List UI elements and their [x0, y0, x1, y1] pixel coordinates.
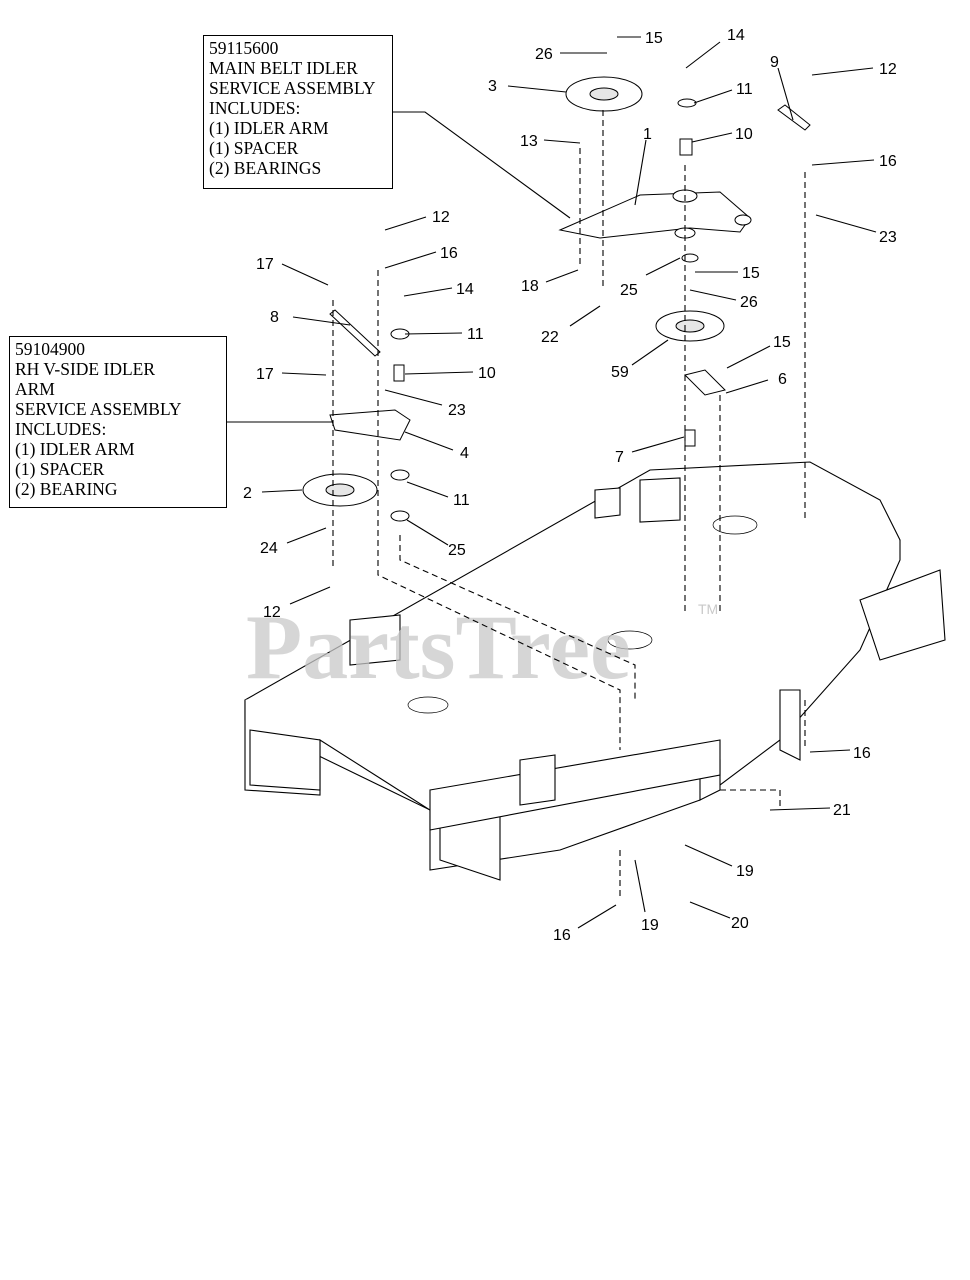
callout-line: 59115600 — [209, 38, 279, 58]
part-label: 23 — [448, 402, 466, 419]
part-label: 24 — [260, 540, 278, 557]
callout-line: MAIN BELT IDLER — [209, 58, 358, 78]
callout-line: (1) IDLER ARM — [15, 439, 135, 459]
callout-line: RH V-SIDE IDLER — [15, 359, 156, 379]
main-idler-assembly — [558, 76, 811, 447]
mower-deck — [244, 461, 946, 881]
part-label: 16 — [879, 153, 897, 170]
part-label: 16 — [553, 927, 571, 944]
callout-line: SERVICE ASSEMBLY — [15, 399, 182, 419]
callout-line: (1) SPACER — [209, 138, 299, 158]
part-number-leaders — [261, 36, 877, 929]
part-label: 14 — [727, 27, 745, 44]
part-label: 17 — [256, 366, 274, 383]
callout-line: 59104900 — [15, 339, 85, 359]
part-label: 14 — [456, 281, 474, 298]
part-label: 1 — [643, 126, 652, 143]
callout-line: ARM — [15, 379, 55, 399]
part-label: 26 — [740, 294, 758, 311]
part-label: 12 — [263, 604, 281, 621]
part-label: 11 — [453, 492, 470, 509]
part-label: 22 — [541, 329, 559, 346]
part-label: 7 — [615, 449, 624, 466]
part-label: 10 — [478, 365, 496, 382]
callout-line: INCLUDES: — [15, 419, 107, 439]
callout-box-main-belt-idler: 59115600 MAIN BELT IDLER SERVICE ASSEMBL… — [203, 35, 393, 189]
part-label: 20 — [731, 915, 749, 932]
part-label: 10 — [735, 126, 753, 143]
part-label: 23 — [879, 229, 897, 246]
part-label: 25 — [448, 542, 466, 559]
part-label: 15 — [773, 334, 791, 351]
callout-box-rh-vside-idler: 59104900 RH V-SIDE IDLER ARM SERVICE ASS… — [9, 336, 227, 508]
callout-line: INCLUDES: — [209, 98, 301, 118]
callout-line: (2) BEARINGS — [209, 158, 322, 178]
callout-line: (1) IDLER ARM — [209, 118, 329, 138]
part-label: 8 — [270, 309, 279, 326]
part-label: 12 — [432, 209, 450, 226]
part-label: 6 — [778, 371, 787, 388]
part-label: 4 — [460, 445, 469, 462]
watermark-text: PartsTree — [246, 596, 631, 698]
part-label: 16 — [853, 745, 871, 762]
part-label: 17 — [256, 256, 274, 273]
callout-leader-main — [393, 111, 571, 219]
part-label: 15 — [742, 265, 760, 282]
part-label: 59 — [611, 364, 629, 381]
part-label: 3 — [488, 78, 497, 95]
part-label: 18 — [521, 278, 539, 295]
part-label: 16 — [440, 245, 458, 262]
part-label: 21 — [833, 802, 851, 819]
part-label: 19 — [641, 917, 659, 934]
part-label: 11 — [736, 81, 753, 98]
callout-line: SERVICE ASSEMBLY — [209, 78, 376, 98]
part-label: 25 — [620, 282, 638, 299]
callout-line: (2) BEARING — [15, 479, 118, 499]
callout-line: (1) SPACER — [15, 459, 105, 479]
part-label: 15 — [645, 30, 663, 47]
part-label: 19 — [736, 863, 754, 880]
part-label: 11 — [467, 326, 484, 343]
part-number-labels: 15 26 14 3 11 12 9 13 10 1 16 23 12 16 1… — [243, 27, 897, 944]
rh-vside-idler-assembly — [302, 309, 411, 522]
watermark-tm: TM — [698, 601, 718, 617]
part-label: 13 — [520, 133, 538, 150]
part-label: 12 — [879, 61, 897, 78]
part-label: 2 — [243, 485, 252, 502]
part-label: 26 — [535, 46, 553, 63]
part-label: 9 — [770, 54, 779, 71]
